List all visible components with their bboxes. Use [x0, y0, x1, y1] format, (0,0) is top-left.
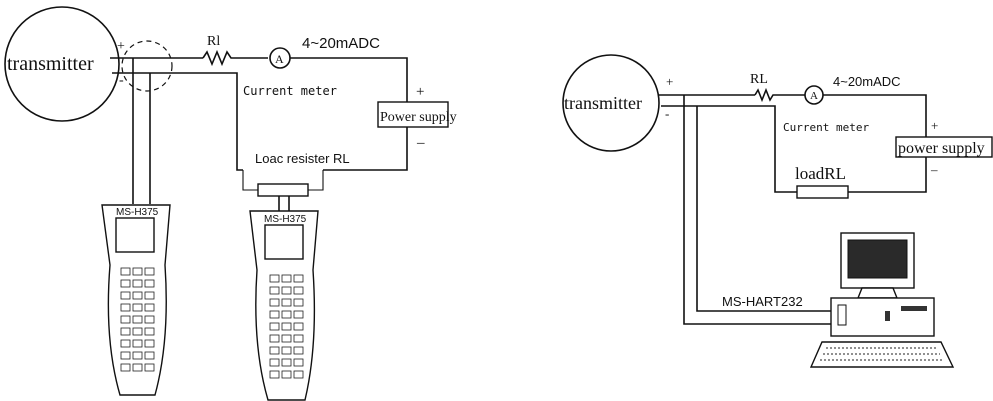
right-meter-symbol: A — [810, 90, 818, 102]
right-top-right-wire — [823, 94, 927, 137]
right-load-label: loadRL — [795, 164, 846, 183]
right-diagram: transmitter + - RL A 4~20mADC Current me… — [562, 54, 993, 368]
left-junction-dashed-circle — [121, 40, 173, 92]
handheld-communicator-1: MS-H375 — [101, 204, 171, 396]
right-current-meter-label: Current meter — [783, 121, 869, 134]
right-resistor-zigzag — [754, 87, 805, 103]
pc-panel — [837, 304, 847, 326]
device2-keypad — [269, 274, 304, 379]
monitor-stand — [856, 287, 899, 299]
pc-case — [830, 297, 935, 337]
left-top-right-wire — [290, 57, 408, 102]
device1-keypad — [120, 267, 155, 372]
left-meter-symbol: A — [275, 52, 284, 66]
left-supply-plus: + — [416, 84, 424, 100]
left-current-meter-label: Current meter — [243, 84, 337, 98]
device1-label: MS-H375 — [116, 207, 159, 218]
right-resistor-label: RL — [750, 72, 768, 87]
left-load-resistor — [257, 183, 309, 197]
right-power-supply-box — [895, 136, 993, 158]
right-current-label: 4~20mADC — [833, 74, 901, 89]
right-supply-return-wire — [848, 157, 927, 193]
right-load-resistor — [796, 185, 849, 199]
left-supply-minus: – — [416, 135, 425, 151]
handheld-communicator-2: MS-H375 — [249, 210, 319, 401]
left-diagram: transmitter + - Rl A 4~20mADC Current me… — [4, 6, 457, 401]
left-resistor-zigzag — [202, 49, 268, 67]
right-lead-pc-b — [696, 106, 831, 312]
left-power-supply-box — [377, 101, 449, 128]
left-power-supply-label: Power supply — [380, 110, 457, 125]
right-transmitter-circle — [562, 54, 660, 152]
left-bottom-wire — [112, 72, 243, 171]
left-transmitter-circle — [4, 6, 120, 122]
monitor-screen — [847, 239, 908, 279]
left-minus-label: - — [119, 73, 124, 88]
left-load-label: Loac resister RL — [255, 151, 350, 166]
device2-label: MS-H375 — [264, 214, 307, 225]
keyboard-keys — [820, 347, 944, 361]
right-supply-minus: – — [930, 162, 938, 177]
left-supply-return-wire — [323, 127, 408, 171]
pc-drive-slot — [901, 306, 927, 311]
right-power-supply-label: power supply — [898, 140, 985, 157]
right-transmitter-label: transmitter — [564, 93, 642, 113]
right-lead-pc-a — [683, 95, 831, 325]
left-plus-label: + — [117, 39, 125, 54]
right-supply-plus: + — [931, 118, 938, 133]
left-load-taps — [242, 170, 324, 191]
right-bottom-wire — [661, 105, 797, 193]
left-transmitter-label: transmitter — [7, 53, 94, 75]
computer — [809, 232, 955, 368]
right-modem-label: MS-HART232 — [722, 294, 803, 309]
left-current-label: 4~20mADC — [302, 35, 380, 52]
right-minus-label: - — [665, 106, 669, 121]
pc-power-button — [885, 311, 890, 321]
right-plus-label: + — [666, 74, 673, 89]
left-resistor-label: Rl — [207, 34, 220, 49]
